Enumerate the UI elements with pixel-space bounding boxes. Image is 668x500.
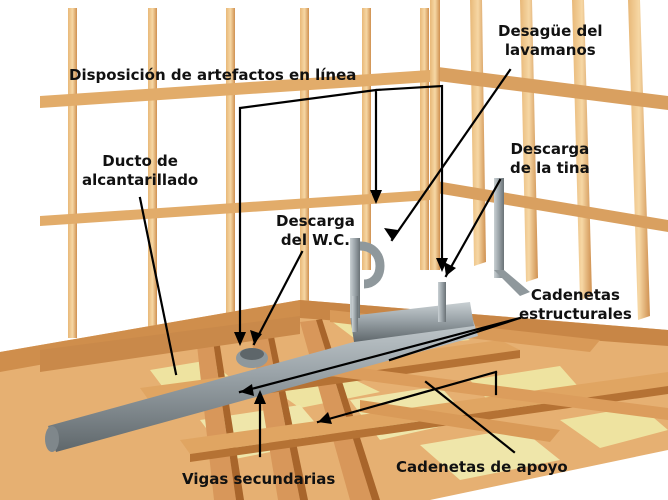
label-en-linea: Disposición de artefactos en línea: [69, 66, 357, 84]
apoyo-leader: [316, 370, 516, 454]
ducto-leader: [138, 196, 178, 376]
lavamanos-leader: [390, 68, 512, 242]
label-tina: Descarga de la tina: [510, 140, 590, 177]
right-wall-studs: [430, 0, 668, 320]
wc-leader: [252, 250, 304, 346]
label-apoyo: Cadenetas de apoyo: [396, 458, 568, 476]
estructurales-arrow: [240, 384, 254, 396]
lavamanos-arrow: [384, 228, 398, 240]
en-linea-arrow-2: [370, 190, 382, 204]
label-estructurales: Cadenetas estructurales: [519, 286, 632, 323]
en-linea-arrow-1: [234, 332, 246, 346]
vigas-arrow: [254, 390, 266, 404]
label-ducto: Ducto de alcantarillado: [82, 152, 199, 189]
label-wc: Descarga del W.C.: [276, 212, 355, 249]
wc-arrow: [250, 330, 262, 344]
floor-platform: [0, 300, 668, 500]
label-lavamanos: Desagüe del lavamanos: [498, 22, 603, 59]
estructurales-leader: [238, 316, 522, 394]
tina-arrow: [444, 262, 456, 276]
apoyo-arrow: [318, 412, 332, 424]
label-vigas: Vigas secundarias: [182, 470, 336, 488]
tina-leader: [444, 178, 502, 278]
en-linea-arrow-3: [436, 258, 448, 272]
en-linea-leader: [238, 84, 444, 344]
sewer-pipes: [45, 178, 530, 452]
back-wall-studs: [40, 8, 430, 338]
